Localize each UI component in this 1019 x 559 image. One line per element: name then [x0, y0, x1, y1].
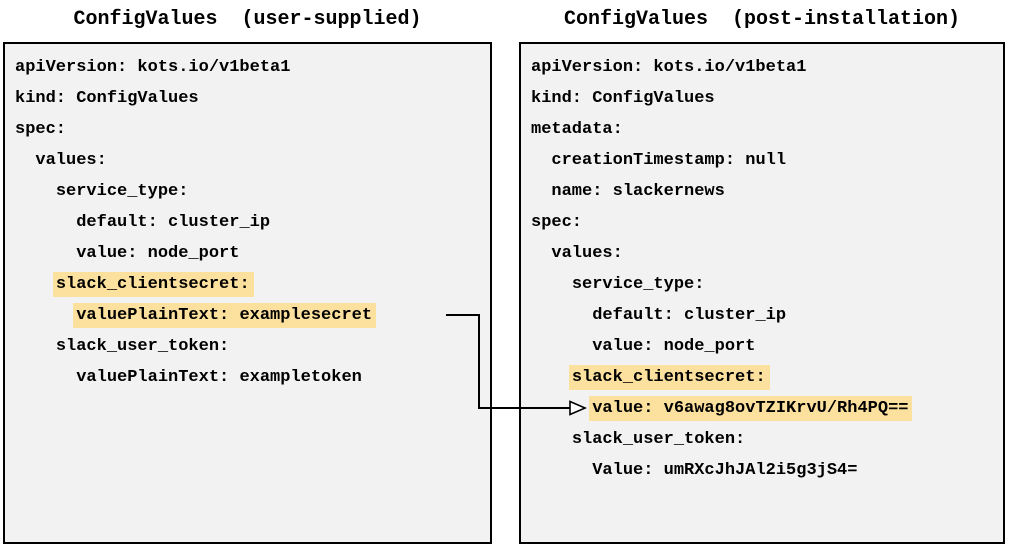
code-line: value: node_port	[76, 244, 240, 263]
code-line: slack_clientsecret:	[15, 269, 480, 300]
code-line: service_type:	[55, 182, 189, 201]
code-line: default: cluster_ip	[76, 213, 271, 232]
code-line: value: v6awag8ovTZIKrvU/Rh4PQ==	[531, 393, 993, 424]
left-config-panel: apiVersion: kots.io/v1beta1 kind: ConfigV…	[3, 42, 492, 544]
left-code-block: apiVersion: kots.io/v1beta1 kind: ConfigV…	[15, 52, 480, 393]
code-line: slack_user_token:	[55, 337, 230, 356]
code-line: values:	[551, 244, 623, 263]
code-line: creationTimestamp: null	[551, 151, 787, 170]
code-line: value: node_port	[592, 337, 756, 356]
code-line: Value: umRXcJhJAl2i5g3jS4=	[592, 461, 858, 480]
code-line: metadata:	[531, 120, 623, 139]
highlighted-text: slack_clientsecret:	[52, 272, 254, 297]
code-line: kind: ConfigValues	[15, 89, 199, 108]
code-line: slack_clientsecret:	[531, 362, 993, 393]
code-line: kind: ConfigValues	[531, 89, 715, 108]
code-line: service_type:	[571, 275, 705, 294]
code-line: apiVersion: kots.io/v1beta1	[531, 58, 807, 77]
left-panel-title: ConfigValues (user-supplied)	[73, 8, 422, 31]
right-code-block: apiVersion: kots.io/v1beta1 kind: ConfigV…	[531, 52, 993, 486]
code-line: valuePlainText: examplesecret	[15, 300, 480, 331]
code-line: valuePlainText: exampletoken	[76, 368, 362, 387]
highlighted-text: value: v6awag8ovTZIKrvU/Rh4PQ==	[589, 396, 913, 421]
code-line: apiVersion: kots.io/v1beta1	[15, 58, 291, 77]
highlighted-text: slack_clientsecret:	[568, 365, 770, 390]
code-line: spec:	[531, 213, 583, 232]
right-config-panel: apiVersion: kots.io/v1beta1 kind: ConfigV…	[519, 42, 1005, 544]
right-panel-title: ConfigValues (post-installation)	[563, 8, 961, 31]
highlighted-text: valuePlainText: examplesecret	[73, 303, 377, 328]
code-line: values:	[35, 151, 107, 170]
code-line: spec:	[15, 120, 67, 139]
code-line: name: slackernews	[551, 182, 725, 201]
code-line: slack_user_token:	[571, 430, 746, 449]
code-line: default: cluster_ip	[592, 306, 787, 325]
